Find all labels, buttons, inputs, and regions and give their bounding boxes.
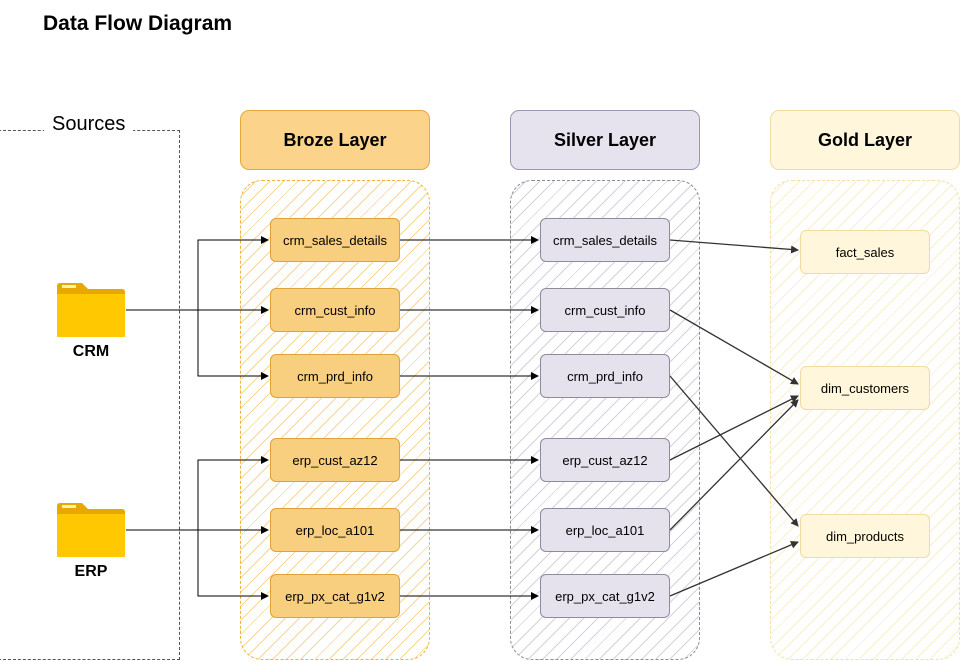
bronze-node-crm-prd-info[interactable]: crm_prd_info xyxy=(270,354,400,398)
silver-node-erp-loc-a101[interactable]: erp_loc_a101 xyxy=(540,508,670,552)
bronze-node-erp-cust-az12[interactable]: erp_cust_az12 xyxy=(270,438,400,482)
silver-node-crm-sales-details[interactable]: crm_sales_details xyxy=(540,218,670,262)
silver-node-crm-cust-info[interactable]: crm_cust_info xyxy=(540,288,670,332)
edge-silver-px-cat-to-dim-products xyxy=(669,541,799,597)
bronze-layer-header: Broze Layer xyxy=(240,110,430,170)
gold-node-dim-products[interactable]: dim_products xyxy=(800,514,930,558)
edge-crm-to-crm-prd-info xyxy=(197,310,269,380)
silver-layer-header: Silver Layer xyxy=(510,110,700,170)
diagram-title: Data Flow Diagram xyxy=(43,12,233,35)
gold-layer-header: Gold Layer xyxy=(770,110,960,170)
gold-node-fact-sales[interactable]: fact_sales xyxy=(800,230,930,274)
edge-erp-to-erp-cust-az12 xyxy=(197,456,269,530)
edge-silver-cust-info-to-dim-customers xyxy=(669,309,799,385)
silver-node-erp-px-cat-g1v2[interactable]: erp_px_cat_g1v2 xyxy=(540,574,670,618)
edge-silver-prd-info-to-dim-products xyxy=(669,375,799,527)
bronze-node-crm-cust-info[interactable]: crm_cust_info xyxy=(270,288,400,332)
sources-label: Sources xyxy=(44,113,134,136)
bronze-node-erp-px-cat-g1v2[interactable]: erp_px_cat_g1v2 xyxy=(270,574,400,618)
edge-silver-loc-a101-to-dim-customers xyxy=(669,399,799,531)
edge-erp-to-erp-px-cat-g1v2 xyxy=(197,530,269,600)
source-name-erp: ERP xyxy=(74,563,108,580)
crm-folder-icon[interactable] xyxy=(56,282,126,338)
erp-folder-icon[interactable] xyxy=(56,502,126,558)
bronze-node-crm-sales-details[interactable]: crm_sales_details xyxy=(270,218,400,262)
edge-silver-cust-az12-to-dim-customers xyxy=(669,395,799,461)
source-name-crm: CRM xyxy=(72,343,110,360)
silver-node-crm-prd-info[interactable]: crm_prd_info xyxy=(540,354,670,398)
edge-silver-sales-to-fact-sales xyxy=(669,239,799,254)
gold-node-dim-customers[interactable]: dim_customers xyxy=(800,366,930,410)
edge-crm-to-crm-sales-details xyxy=(197,236,269,310)
bronze-node-erp-loc-a101[interactable]: erp_loc_a101 xyxy=(270,508,400,552)
silver-node-erp-cust-az12[interactable]: erp_cust_az12 xyxy=(540,438,670,482)
